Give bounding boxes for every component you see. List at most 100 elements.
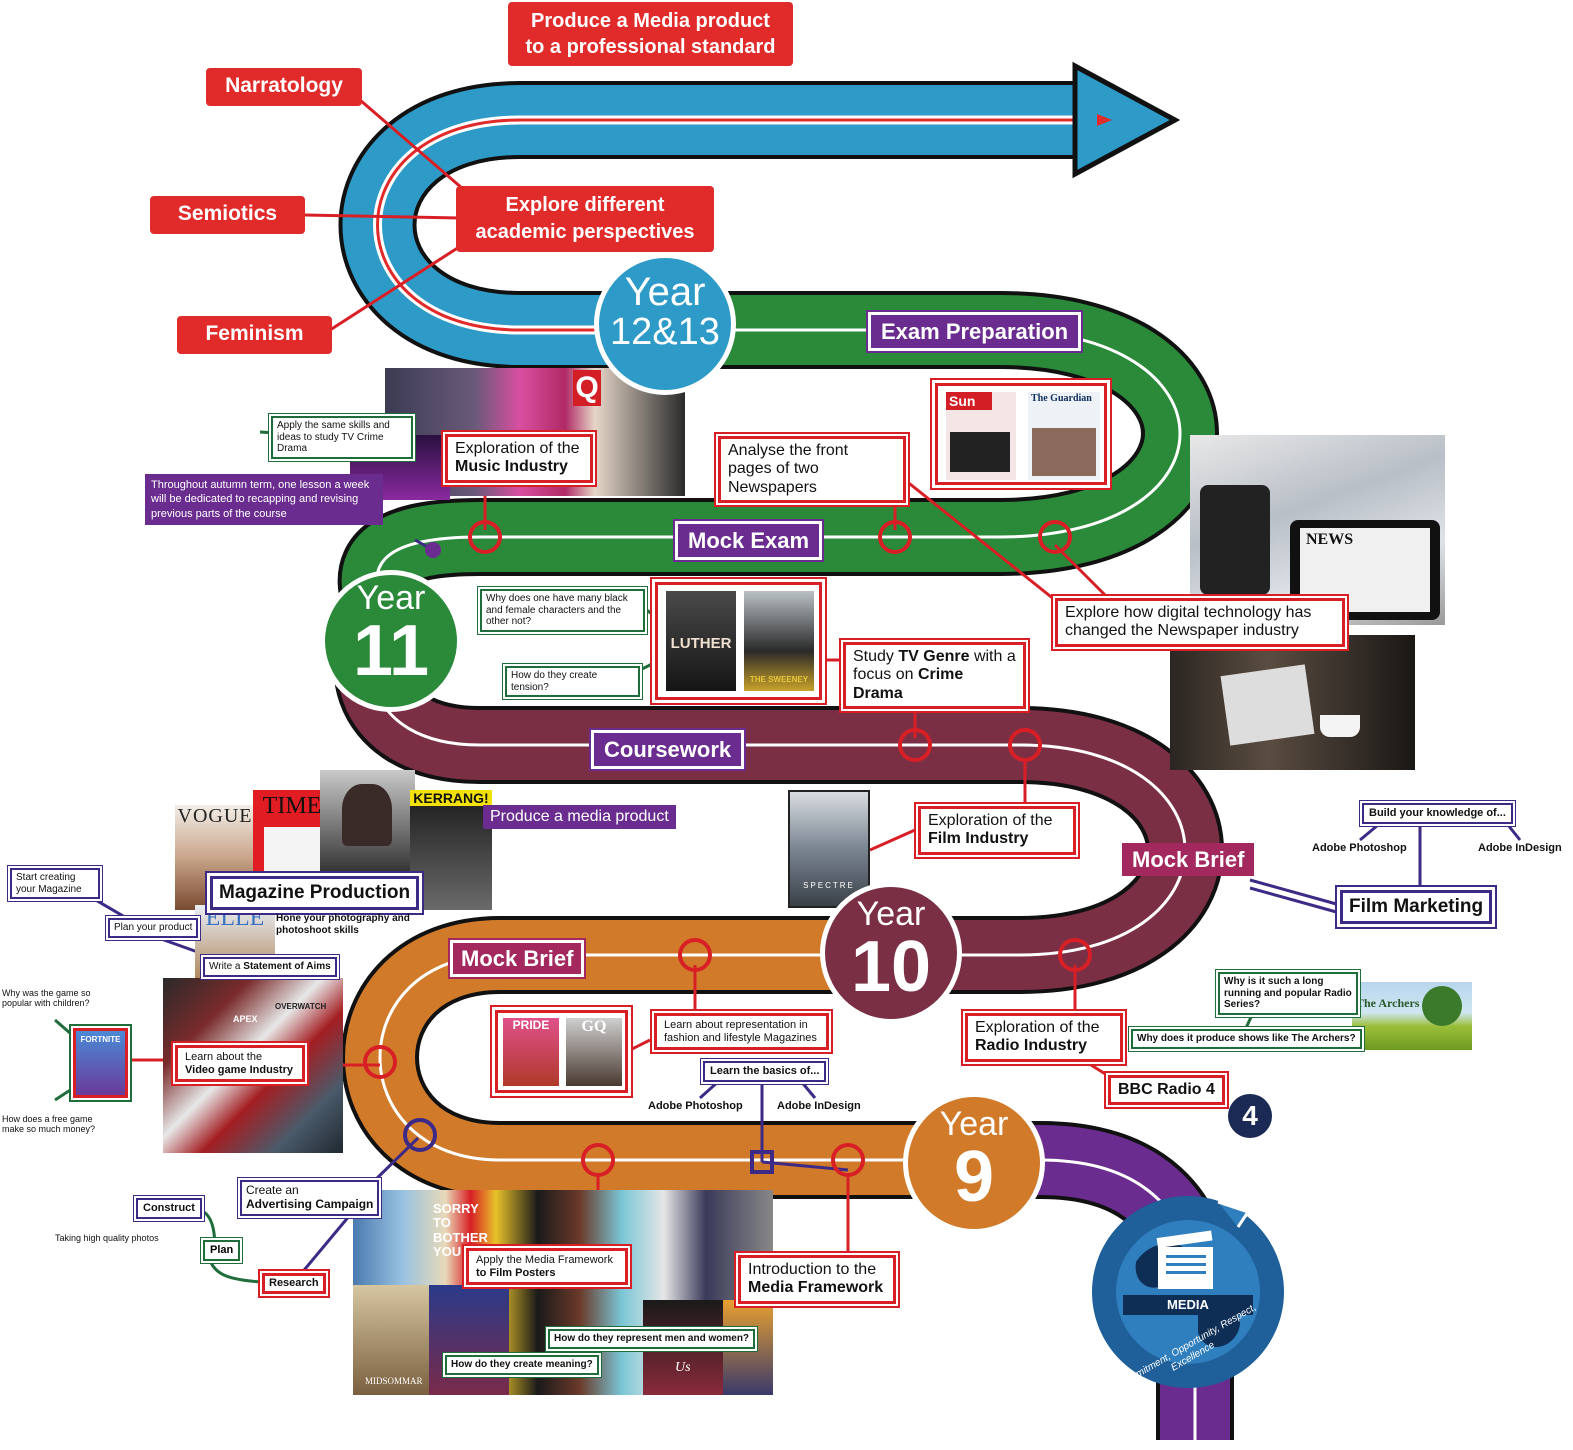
adobe-photoshop-center: Adobe Photoshop (648, 1100, 743, 1112)
mock-brief-left-label: Mock Brief (450, 940, 585, 978)
produce-media-product-note: Produce a media product (483, 805, 676, 830)
text-part: with a (969, 648, 1016, 665)
time-masthead: TIME (256, 793, 328, 820)
academic-perspectives-label: Explore different academic perspectives (456, 186, 714, 252)
overwatch-label: OVERWATCH (275, 1002, 327, 1011)
kerrang-cover: KERRANG! (410, 790, 492, 910)
text-part: focus on (853, 666, 918, 684)
midsommar-title: MIDSOMMAR (365, 1376, 423, 1386)
spectre-title: SPECTRE (803, 881, 855, 890)
text-part: Write a (209, 961, 244, 972)
build-knowledge-note: Build your knowledge of... (1362, 803, 1513, 824)
milestone-line-bold: Film Industry (928, 830, 1029, 848)
year-label: Year (356, 579, 426, 617)
question-characters: Why does one have many black and female … (480, 589, 645, 632)
radio-industry-milestone: Exploration of the Radio Industry (963, 1011, 1125, 1064)
apex-label: APEX (233, 1014, 258, 1024)
milestone-marker (363, 1045, 397, 1079)
digital-news-photo: NEWS (1190, 435, 1445, 625)
media-logo (1092, 1196, 1284, 1388)
milestone-markers (363, 520, 1092, 1177)
clapperboard-icon (1158, 1247, 1213, 1289)
sun-masthead: Sun (946, 392, 992, 410)
guardian-masthead: The Guardian (1031, 393, 1092, 404)
men-women-question: How do they represent men and women? (548, 1329, 756, 1349)
gq-masthead: GQ (566, 1018, 622, 1086)
research-step: Research (260, 1271, 328, 1296)
milestone-line: Apply the Media Framework (476, 1254, 613, 1266)
year-12-13-badge: Year 12&13 (594, 253, 736, 395)
fortnite-cover: FORTNITE (73, 1028, 128, 1098)
film-marketing-milestone: Film Marketing (1340, 890, 1493, 924)
question-tension: How do they create tension? (505, 666, 640, 697)
tablet-coffee-photo (1170, 635, 1415, 770)
year-label: Year (624, 270, 706, 314)
milestone-marker (678, 938, 712, 972)
radio-4-badge: 4 (1228, 1094, 1272, 1138)
sorry-poster-title: SORRY TO BOTHER YOU (433, 1201, 488, 1259)
text-part-bold: TV Genre (898, 648, 970, 665)
milestone-line: Exploration of the (975, 1019, 1100, 1036)
music-industry-milestone: Exploration of the Music Industry (443, 432, 595, 485)
milestone-line: Create an (246, 1183, 299, 1197)
milestone-marker (898, 728, 932, 762)
adobe-indesign-right: Adobe InDesign (1478, 842, 1562, 854)
sweeney-poster: THE SWEENEY (744, 591, 814, 691)
fortnite-title: FORTNITE (80, 1035, 121, 1044)
video-game-milestone: Learn about the Video game Industry (173, 1042, 307, 1085)
milestone-marker (1058, 938, 1092, 972)
milestone-line: Learn about the (185, 1051, 263, 1063)
milestone-square (750, 1150, 774, 1174)
year-9-badge: Year 9 (903, 1092, 1045, 1234)
bbc-radio-4-milestone: BBC Radio 4 (1106, 1072, 1227, 1108)
year-label: Year (856, 895, 926, 933)
film-industry-milestone: Exploration of the Film Industry (916, 804, 1078, 857)
create-meaning-question: How do they create meaning? (445, 1355, 599, 1375)
vogue-masthead: VOGUE (177, 805, 253, 827)
milestone-line-bold: Media Framework (748, 1279, 884, 1297)
start-creating-note: Start creating your Magazine (10, 868, 100, 899)
learn-basics-note: Learn the basics of... (703, 1061, 827, 1082)
film-posters-milestone: Apply the Media Framework to Film Poster… (464, 1245, 630, 1288)
year-11-badge: Year 11 (320, 570, 462, 712)
milestone-line-bold: Radio Industry (975, 1037, 1088, 1055)
statement-of-aims-note: Write a Statement of Aims (203, 957, 337, 977)
digital-technology-milestone: Explore how digital technology has chang… (1053, 596, 1347, 649)
quality-photos-note: Taking high quality photos (55, 1233, 159, 1243)
game-popular-question: Why was the game so popular with childre… (2, 988, 91, 1009)
archers-question-2: Why does it produce shows like The Arche… (1131, 1029, 1362, 1049)
goal-label: Produce a Media product to a professiona… (508, 2, 793, 66)
autumn-dot (425, 542, 441, 558)
representation-milestone: Learn about representation in fashion an… (652, 1010, 831, 1053)
milestone-line-bold: Video game Industry (185, 1063, 293, 1076)
free-game-question: How does a free game make so much money? (2, 1114, 96, 1135)
milestone-marker (878, 520, 912, 554)
milestone-line-bold: Music Industry (455, 458, 568, 476)
milestone-marker (1008, 728, 1042, 762)
archers-question-1: Why is it such a long running and popula… (1218, 972, 1358, 1015)
year-number: 9 (953, 1137, 995, 1217)
spectre-poster: SPECTRE (788, 790, 870, 908)
construct-step: Construct (136, 1198, 202, 1219)
media-framework-milestone: Introduction to the Media Framework (736, 1253, 898, 1306)
milestone-line: Introduction to the (748, 1261, 877, 1278)
coursework-label: Coursework (588, 727, 747, 772)
milestone-marker (468, 520, 502, 554)
autumn-term-note: Throughout autumn term, one lesson a wee… (145, 474, 383, 525)
kerrang-masthead: KERRANG! (410, 790, 492, 806)
luther-poster: LUTHER (666, 591, 736, 691)
arrow-head (1072, 61, 1181, 179)
media-logo-text: MEDIA (1167, 1297, 1209, 1312)
text-part-bold: Statement of Aims (243, 961, 331, 972)
milestone-marker (1038, 520, 1072, 554)
milestone-marker (581, 1143, 615, 1177)
adobe-indesign-center: Adobe InDesign (777, 1100, 861, 1112)
newspaper-front-pages: Sun The Guardian (935, 383, 1107, 485)
milestone-marker (831, 1143, 865, 1177)
year-number: 10 (850, 927, 932, 1007)
year-number: 12&13 (610, 311, 720, 353)
adobe-photoshop-right: Adobe Photoshop (1312, 842, 1407, 854)
tv-genre-milestone: Study TV Genre with a focus on Crime Dra… (841, 639, 1028, 712)
